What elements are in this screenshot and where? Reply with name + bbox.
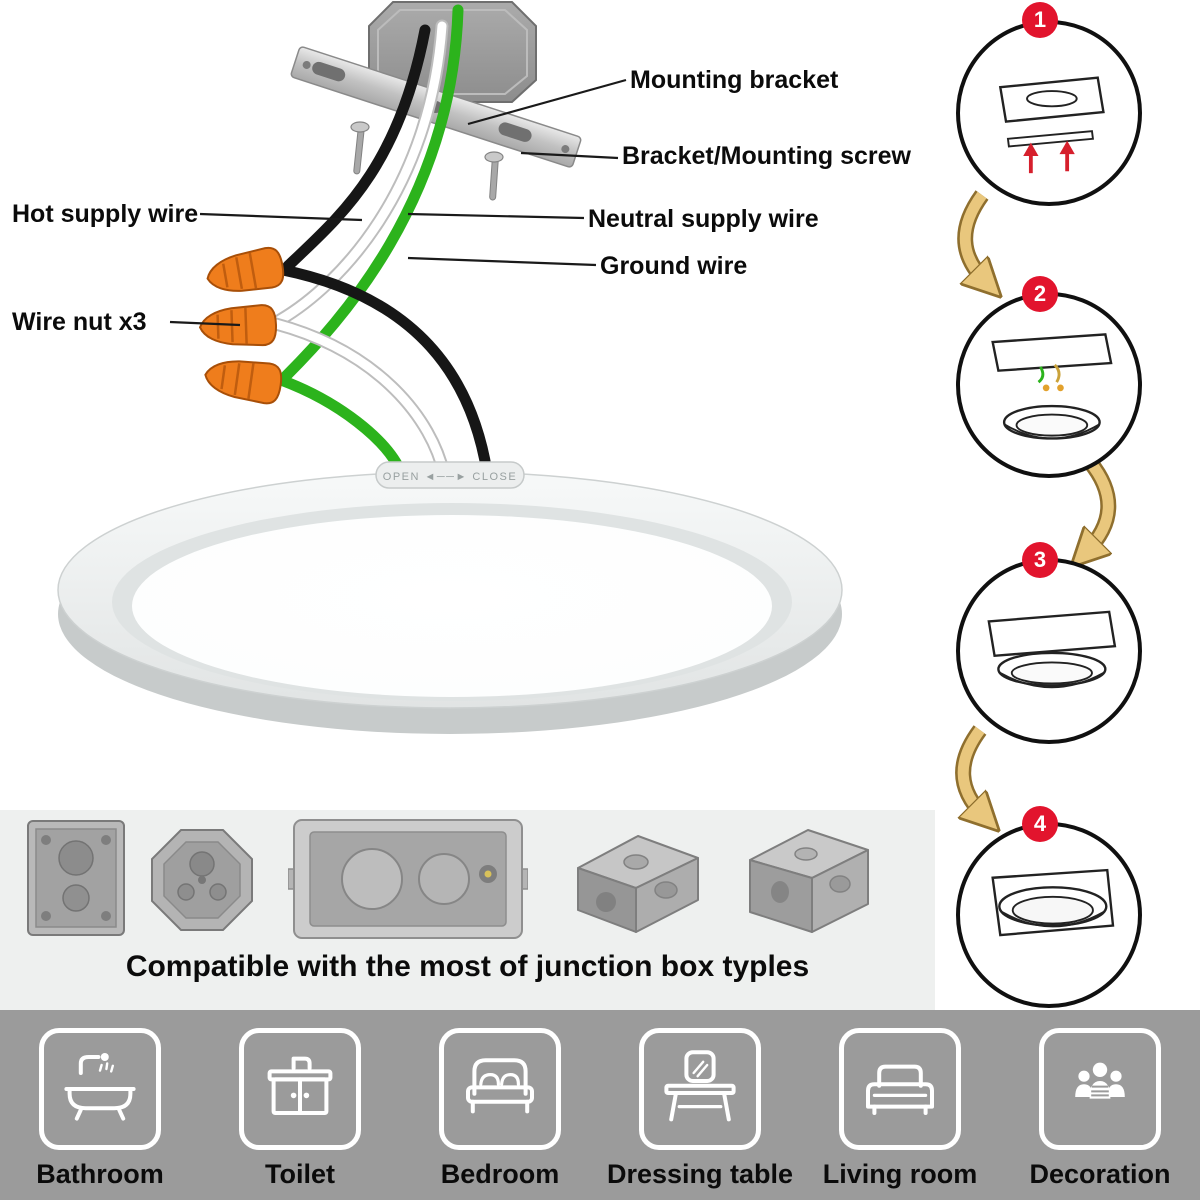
mounting-bracket-label: Mounting bracket: [630, 66, 839, 94]
hot-supply-wire-graphic: [282, 24, 431, 272]
step-1-illustration: [998, 76, 1105, 174]
red-up-arrows: [1023, 140, 1075, 174]
junction-box-photo-1: [27, 820, 125, 936]
ground-wire-graphic: [280, 4, 464, 382]
rooms-band: Bathroom Toilet: [0, 1010, 1200, 1200]
dressing-table-icon: [664, 1050, 736, 1122]
sink-icon: [267, 1056, 333, 1115]
neutral-supply-wire-graphic: [273, 19, 449, 327]
leader-mounting-bracket: [467, 78, 627, 126]
junction-box-photo-5: [749, 829, 869, 933]
wire-nut-3: [204, 360, 283, 405]
leader-lines: [169, 78, 627, 327]
room-label-living-room: Living room: [822, 1159, 978, 1189]
leader-wire-nut: [169, 320, 241, 327]
step-3-badge: 3: [1022, 542, 1058, 578]
arrow-step2-to-step3: [1086, 456, 1117, 552]
ground-fixture-wire-graphic: [275, 374, 406, 476]
junction-box-compatibility-band: Compatible with the most of junction box…: [0, 810, 935, 1010]
arrow-step3-to-step4: [955, 725, 984, 816]
bed-icon: [466, 1058, 534, 1114]
neutral-fixture-wire-graphic: [269, 317, 451, 481]
junction-box-photo-2: [151, 829, 253, 931]
step-1-circle: [956, 20, 1142, 206]
wire-nut-1: [206, 246, 285, 292]
leader-neutral-wire: [407, 212, 585, 220]
hot-fixture-wire-graphic: [277, 264, 493, 478]
junction-box-photo-4: [577, 835, 699, 933]
mounting-screw-left: [350, 121, 370, 175]
room-item-living-room: Living room: [800, 1010, 1000, 1200]
open-close-tab: OPEN ◄──► CLOSE: [375, 461, 525, 489]
room-item-decoration: Decoration: [1000, 1010, 1200, 1200]
open-close-text: OPEN ◄──► CLOSE: [383, 471, 517, 483]
wire-nut-label: Wire nut x3: [12, 308, 147, 336]
bracket-screw-label: Bracket/Mounting screw: [622, 142, 911, 170]
step-2-illustration: [991, 333, 1113, 440]
room-item-dressing-table: Dressing table: [600, 1010, 800, 1200]
step-3-circle: [956, 558, 1142, 744]
ground-wire-label: Ground wire: [600, 252, 748, 280]
compatibility-caption: Compatible with the most of junction box…: [125, 950, 810, 983]
room-item-toilet: Toilet: [200, 1010, 400, 1200]
step-4-badge: 4: [1022, 806, 1058, 842]
step-3-illustration: [987, 610, 1117, 689]
hot-wire-label: Hot supply wire: [12, 200, 199, 228]
room-label-bedroom: Bedroom: [440, 1159, 560, 1189]
junction-box-photo-3: [288, 819, 528, 939]
ceiling-light-fixture: OPEN ◄──► CLOSE: [57, 461, 843, 734]
mounting-bracket-graphic: [290, 46, 582, 168]
step-2-badge: 2: [1022, 276, 1058, 312]
arrow-step1-to-step2: [957, 190, 986, 282]
step-flow-arrows: [955, 190, 1117, 1010]
leader-hot-wire: [199, 212, 363, 222]
people-icon: [1075, 1062, 1125, 1099]
step-4-illustration: [991, 868, 1115, 937]
step-2-circle: [956, 292, 1142, 478]
step-1-badge: 1: [1022, 2, 1058, 38]
leader-bracket-screw: [520, 151, 619, 160]
neutral-wire-label: Neutral supply wire: [588, 205, 819, 233]
step-4-circle: [956, 822, 1142, 1008]
wiring-diagram-graphic: OPEN ◄──► CLOSE: [57, 1, 843, 734]
mounting-screw-right: [484, 151, 504, 201]
bathtub-icon: [64, 1053, 136, 1121]
room-item-bathroom: Bathroom: [0, 1010, 200, 1200]
room-label-dressing-table: Dressing table: [606, 1159, 794, 1189]
sofa-icon: [866, 1064, 934, 1115]
room-label-decoration: Decoration: [1029, 1159, 1171, 1189]
room-label-bathroom: Bathroom: [36, 1159, 164, 1189]
room-item-bedroom: Bedroom: [400, 1010, 600, 1200]
leader-ground-wire: [407, 256, 597, 267]
room-label-toilet: Toilet: [265, 1159, 335, 1189]
